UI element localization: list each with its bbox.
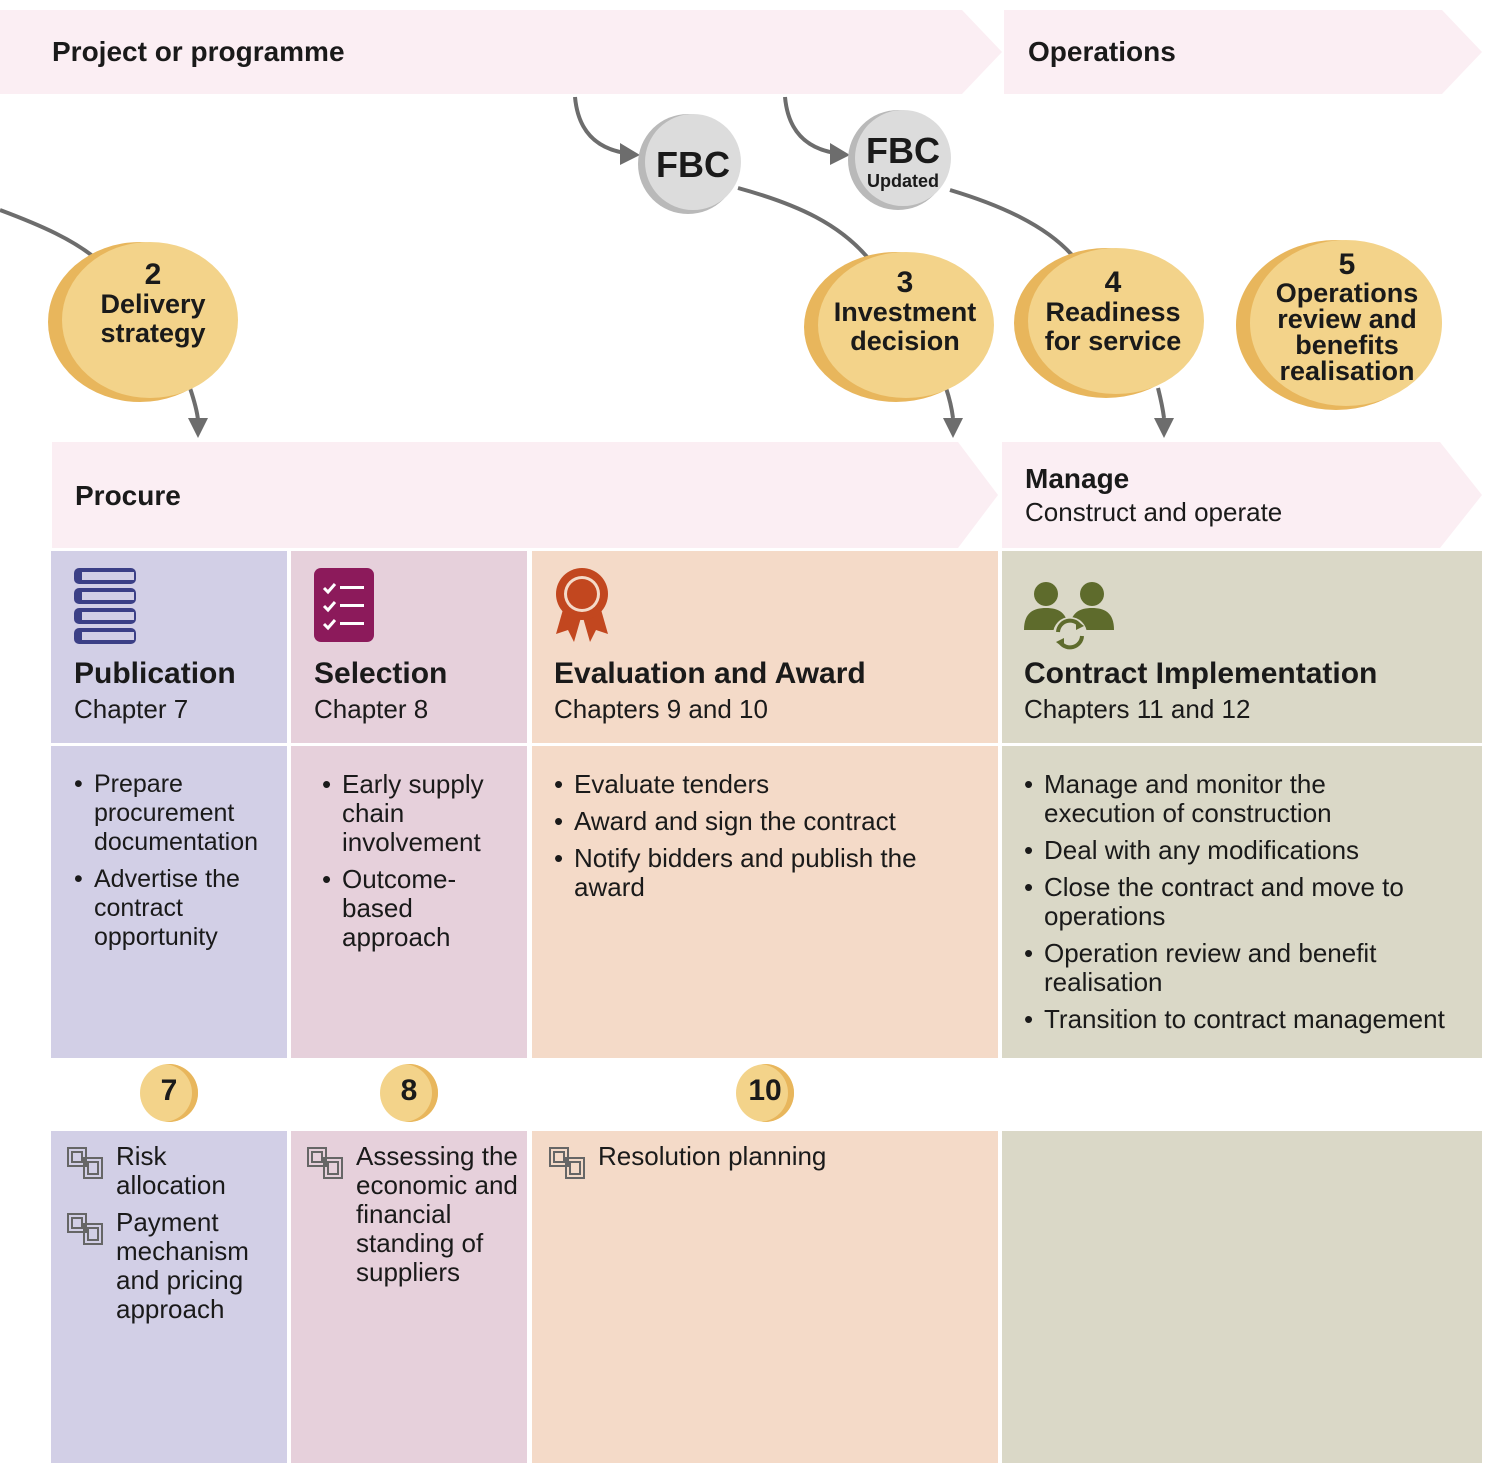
list-item: Deal with any modifications xyxy=(1022,836,1478,866)
stage-name: Delivery strategy xyxy=(100,289,206,348)
arrow-head xyxy=(943,418,963,438)
stage-3-ellipse xyxy=(818,252,994,398)
guidance-document-icon xyxy=(67,1213,103,1245)
arrow-head xyxy=(1154,418,1174,438)
manage-banner-subtitle: Construct and operate xyxy=(1025,497,1283,527)
resource-item: Assessing the economic and financial sta… xyxy=(306,1142,518,1287)
chapter-badge-number: 8 xyxy=(400,1074,418,1107)
implementation-tasks: Manage and monitor the execution of cons… xyxy=(1022,770,1478,1042)
list-item: Notify bidders and publish the award xyxy=(552,844,932,902)
stage-name: Readiness for service xyxy=(1044,297,1182,356)
list-item: Evaluate tenders xyxy=(552,770,932,800)
stage-number: 2 xyxy=(144,258,162,291)
list-item: Advertise the contract opportunity xyxy=(72,865,284,952)
stage-5-ellipse xyxy=(1250,240,1442,406)
operations-banner-shape xyxy=(1004,10,1482,94)
connector-line xyxy=(949,188,1074,257)
fbc-label: FBC xyxy=(656,144,730,185)
chapter-badge-number: 10 xyxy=(748,1074,782,1107)
stage-number: 5 xyxy=(1338,248,1356,281)
stage-5-label: 5 Operations review and benefits realisa… xyxy=(1262,248,1432,386)
evaluation-resources: Resolution planning xyxy=(548,1142,968,1179)
resource-label: Risk allocation xyxy=(116,1141,226,1200)
resource-item: Payment mechanism and pricing approach xyxy=(66,1208,278,1324)
fbc-circle xyxy=(645,114,741,210)
chapter-badge-7: 7 xyxy=(140,1064,198,1122)
stage-4-label: 4 Readiness for service xyxy=(1028,268,1198,356)
arrow-head xyxy=(620,143,640,165)
column-title-implementation: Contract Implementation xyxy=(1024,657,1378,690)
award-ribbon-icon xyxy=(556,568,608,642)
column-title-selection: Selection xyxy=(314,657,448,690)
column-title-evaluation: Evaluation and Award xyxy=(554,657,866,690)
chapter-badge-10: 10 xyxy=(736,1064,794,1122)
guidance-document-icon xyxy=(549,1147,585,1179)
arrow-head xyxy=(830,143,850,165)
list-item: Outcome-based approach xyxy=(320,865,520,952)
column-chapter-implementation: Chapters 11 and 12 xyxy=(1024,694,1251,724)
connector-line xyxy=(783,96,836,155)
procure-banner-shape xyxy=(52,442,998,548)
stage-2-ellipse xyxy=(62,242,238,398)
list-item: Manage and monitor the execution of cons… xyxy=(1022,770,1478,828)
list-item: Award and sign the contract xyxy=(552,807,932,837)
procure-banner-label: Procure xyxy=(75,480,181,511)
operations-banner-label: Operations xyxy=(1028,36,1176,67)
list-item: Prepare procurement documentation xyxy=(72,770,284,857)
fbc-updated-sublabel: Updated xyxy=(867,171,939,191)
guidance-document-icon xyxy=(307,1147,343,1179)
manage-banner-shape xyxy=(1002,442,1482,548)
resource-item: Resolution planning xyxy=(548,1141,968,1179)
stage-2-label: 2 Delivery strategy xyxy=(68,260,238,348)
checklist-icon xyxy=(314,568,374,642)
list-item: Close the contract and move to operation… xyxy=(1022,873,1478,931)
resource-label: Payment mechanism and pricing approach xyxy=(116,1207,249,1324)
stage-4-ellipse xyxy=(1028,248,1204,394)
stage-number: 3 xyxy=(896,266,914,299)
stage-number: 4 xyxy=(1104,266,1122,299)
connector-line xyxy=(0,208,102,264)
chapter-badge-8: 8 xyxy=(380,1064,438,1122)
evaluation-tasks: Evaluate tenders Award and sign the cont… xyxy=(552,770,932,910)
connector-line xyxy=(737,186,870,260)
fbc-updated-label: FBC xyxy=(866,130,940,171)
fbc-updated-circle xyxy=(855,110,951,206)
books-icon xyxy=(74,568,136,644)
column-chapter-evaluation: Chapters 9 and 10 xyxy=(554,694,768,724)
stage-name: Operations review and benefits realisati… xyxy=(1275,278,1419,386)
selection-tasks: Early supply chain involvement Outcome-b… xyxy=(320,770,520,960)
selection-resources: Assessing the economic and financial sta… xyxy=(306,1142,518,1295)
stage-name: Investment decision xyxy=(833,297,977,356)
resource-label: Assessing the economic and financial sta… xyxy=(356,1141,518,1287)
stage-3-label: 3 Investment decision xyxy=(820,268,990,356)
column-title-publication: Publication xyxy=(74,657,236,690)
column-chapter-publication: Chapter 7 xyxy=(74,694,189,724)
people-exchange-icon xyxy=(1024,582,1114,651)
publication-resources: Risk allocation Payment mechanism and pr… xyxy=(66,1142,278,1332)
chapter-badge-number: 7 xyxy=(160,1074,178,1107)
column-chapter-selection: Chapter 8 xyxy=(314,694,429,724)
connector-line xyxy=(573,96,626,155)
list-item: Early supply chain involvement xyxy=(320,770,520,857)
list-item: Operation review and benefit realisation xyxy=(1022,939,1478,997)
guidance-document-icon xyxy=(67,1147,103,1179)
manage-banner-label: Manage xyxy=(1025,463,1130,494)
project-banner-shape xyxy=(0,10,1002,94)
publication-tasks: Prepare procurement documentation Advert… xyxy=(72,770,284,960)
arrow-head xyxy=(188,418,208,438)
project-banner-label: Project or programme xyxy=(52,36,345,67)
resource-label: Resolution planning xyxy=(598,1141,827,1171)
resource-item: Risk allocation xyxy=(66,1142,278,1200)
list-item: Transition to contract management xyxy=(1022,1005,1478,1035)
